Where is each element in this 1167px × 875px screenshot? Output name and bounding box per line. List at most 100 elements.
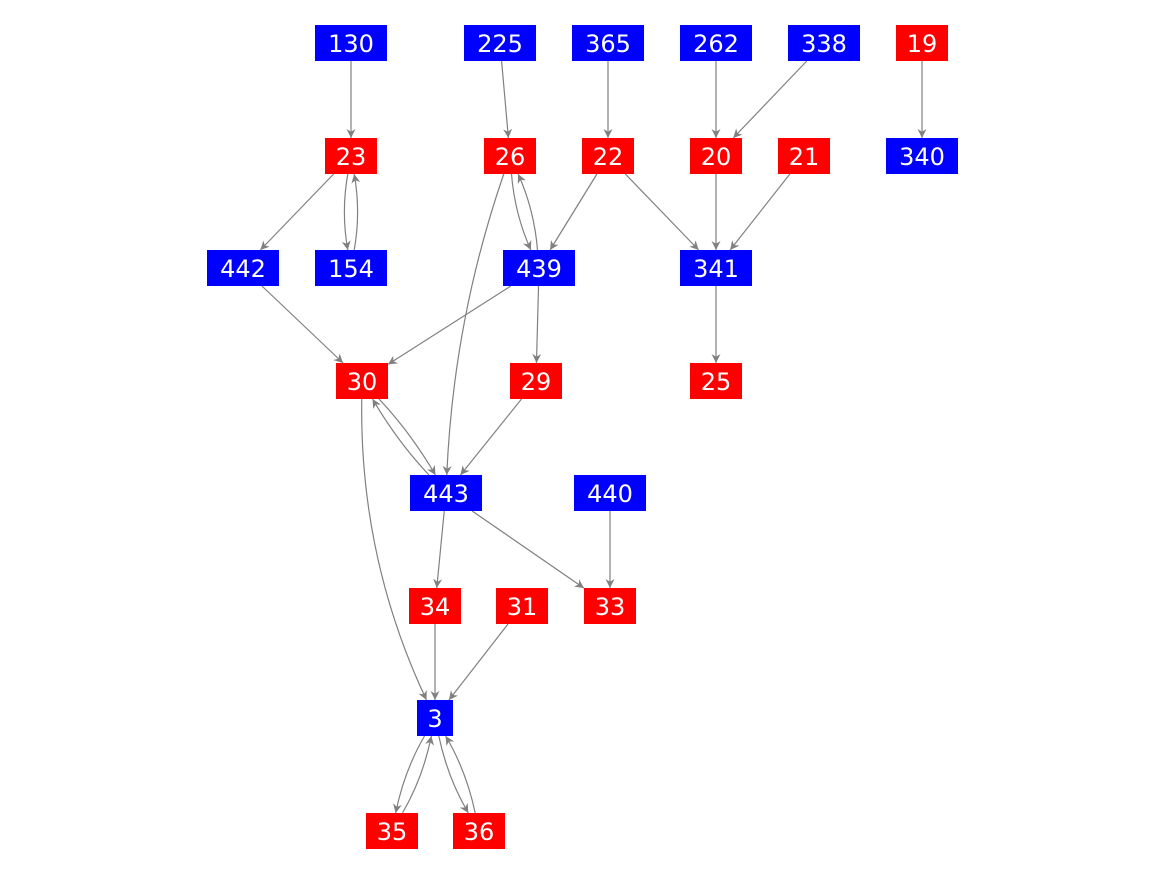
node-box: [496, 588, 548, 624]
node-label: 439: [516, 255, 562, 283]
node-box: [690, 363, 742, 399]
node-box: [503, 250, 575, 286]
nodes-layer: 130 225 365 262 338 19 23 26 22 20 21 340 442 154 439 3…: [207, 25, 958, 849]
edge-23-to-442: [259, 173, 335, 251]
node-label: 33: [595, 593, 626, 621]
edge-26-to-439: [510, 173, 532, 251]
edge-3-to-36: [438, 735, 469, 814]
node-35[interactable]: 35: [366, 813, 418, 849]
node-25[interactable]: 25: [690, 363, 742, 399]
node-box: [680, 25, 752, 61]
node-225[interactable]: 225: [464, 25, 536, 61]
edge-21-to-341: [729, 173, 791, 251]
node-box: [778, 138, 830, 174]
node-box: [584, 588, 636, 624]
node-label: 154: [328, 255, 374, 283]
node-340[interactable]: 340: [886, 138, 958, 174]
node-21[interactable]: 21: [778, 138, 830, 174]
node-341[interactable]: 341: [680, 250, 752, 286]
node-130[interactable]: 130: [315, 25, 387, 61]
node-box: [453, 813, 505, 849]
node-label: 35: [377, 818, 408, 846]
node-box: [207, 250, 279, 286]
node-box: [336, 363, 388, 399]
node-box: [409, 588, 461, 624]
node-label: 36: [464, 818, 495, 846]
node-box: [574, 475, 646, 511]
node-label: 262: [693, 30, 739, 58]
node-label: 31: [507, 593, 538, 621]
node-box: [572, 25, 644, 61]
node-label: 29: [521, 368, 552, 396]
node-label: 341: [693, 255, 739, 283]
edge-154-to-23: [351, 173, 361, 251]
edge-30-to-3: [361, 398, 428, 701]
node-29[interactable]: 29: [510, 363, 562, 399]
node-26[interactable]: 26: [484, 138, 536, 174]
node-box: [325, 138, 377, 174]
node-23[interactable]: 23: [325, 138, 377, 174]
node-22[interactable]: 22: [582, 138, 634, 174]
node-443[interactable]: 443: [410, 475, 482, 511]
node-20[interactable]: 20: [690, 138, 742, 174]
edge-31-to-3: [448, 623, 509, 701]
node-box: [896, 25, 948, 61]
node-label: 365: [585, 30, 631, 58]
node-box: [315, 250, 387, 286]
node-34[interactable]: 34: [409, 588, 461, 624]
node-3[interactable]: 3: [417, 700, 453, 736]
node-365[interactable]: 365: [572, 25, 644, 61]
edge-439-to-29: [532, 285, 542, 364]
node-box: [417, 700, 453, 736]
node-box: [410, 475, 482, 511]
node-label: 225: [477, 30, 523, 58]
node-154[interactable]: 154: [315, 250, 387, 286]
edge-29-to-443: [459, 398, 523, 476]
node-30[interactable]: 30: [336, 363, 388, 399]
node-442[interactable]: 442: [207, 250, 279, 286]
node-label: 22: [593, 143, 624, 171]
edge-22-to-439: [549, 173, 598, 251]
node-label: 440: [587, 480, 633, 508]
node-338[interactable]: 338: [788, 25, 860, 61]
edge-443-to-34: [433, 510, 445, 589]
node-label: 3: [427, 705, 442, 733]
edges-layer: [259, 60, 927, 814]
node-19[interactable]: 19: [896, 25, 948, 61]
node-label: 25: [701, 368, 732, 396]
node-label: 19: [907, 30, 938, 58]
node-31[interactable]: 31: [496, 588, 548, 624]
node-label: 26: [495, 143, 526, 171]
edge-443-to-30: [372, 398, 430, 476]
node-262[interactable]: 262: [680, 25, 752, 61]
edge-36-to-3: [445, 735, 476, 814]
edge-35-to-3: [401, 735, 434, 814]
edge-442-to-30: [261, 285, 344, 364]
node-36[interactable]: 36: [453, 813, 505, 849]
edge-30-to-443: [378, 398, 436, 476]
edge-225-to-26: [500, 60, 513, 139]
node-label: 442: [220, 255, 266, 283]
node-box: [510, 363, 562, 399]
node-label: 338: [801, 30, 847, 58]
node-439[interactable]: 439: [503, 250, 575, 286]
node-box: [484, 138, 536, 174]
node-box: [582, 138, 634, 174]
node-label: 443: [423, 480, 469, 508]
node-box: [464, 25, 536, 61]
edge-439-to-26: [517, 173, 539, 251]
node-box: [680, 250, 752, 286]
node-box: [886, 138, 958, 174]
node-440[interactable]: 440: [574, 475, 646, 511]
node-label: 130: [328, 30, 374, 58]
node-label: 23: [336, 143, 367, 171]
node-box: [690, 138, 742, 174]
node-label: 20: [701, 143, 732, 171]
node-box: [788, 25, 860, 61]
node-label: 30: [347, 368, 378, 396]
node-label: 340: [899, 143, 945, 171]
node-33[interactable]: 33: [584, 588, 636, 624]
edge-22-to-341: [624, 173, 700, 251]
edge-3-to-35: [393, 735, 426, 814]
